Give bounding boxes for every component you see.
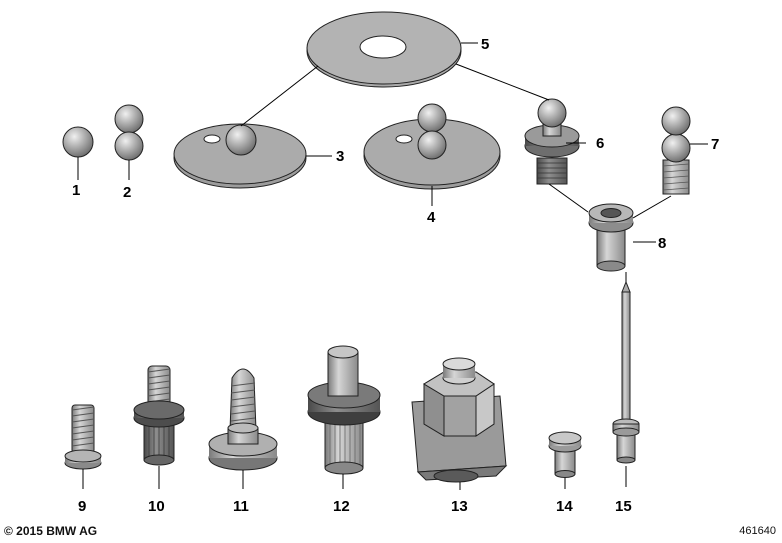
part-15-blind-rivet xyxy=(612,280,640,487)
part-12-knurled-bush xyxy=(307,345,381,489)
connector-5-3 xyxy=(240,65,319,127)
part-label-2: 2 xyxy=(123,184,131,201)
part-2-double-ball xyxy=(114,104,144,180)
part-label-14: 14 xyxy=(556,498,573,515)
part-7-threaded-ball-stud xyxy=(661,106,708,195)
image-number: 461640 xyxy=(739,525,776,537)
part-label-12: 12 xyxy=(333,498,350,515)
connector-7-8 xyxy=(632,195,672,219)
part-9-screw xyxy=(64,404,102,489)
part-11-bolt-with-washer xyxy=(208,368,278,489)
part-label-6: 6 xyxy=(596,135,604,152)
part-label-10: 10 xyxy=(148,498,165,515)
part-numbers: 1 2 3 4 5 6 7 8 9 10 11 12 13 14 15 xyxy=(72,36,719,515)
part-14-pin xyxy=(548,431,582,489)
copyright-text: © 2015 BMW AG xyxy=(4,524,98,538)
part-label-9: 9 xyxy=(78,498,86,515)
part-label-4: 4 xyxy=(427,209,436,226)
part-label-1: 1 xyxy=(72,182,80,199)
part-label-3: 3 xyxy=(336,148,344,165)
part-10-knurled-stud xyxy=(133,365,185,489)
part-label-11: 11 xyxy=(233,498,249,515)
part-3-plate-with-ball xyxy=(173,123,332,189)
part-label-8: 8 xyxy=(658,235,666,252)
part-8-rivet-nut xyxy=(588,203,656,272)
connector-5-6 xyxy=(455,63,550,101)
part-5-washer xyxy=(306,11,462,88)
part-13-cage-nut xyxy=(411,357,508,490)
part-6-ball-stud xyxy=(524,98,586,185)
part-label-5: 5 xyxy=(481,36,489,53)
part-1-ball xyxy=(62,126,94,180)
connector-lines xyxy=(240,42,672,282)
part-label-15: 15 xyxy=(615,498,632,515)
part-4-plate-with-double-ball xyxy=(363,103,501,206)
part-label-13: 13 xyxy=(451,498,468,515)
part-label-7: 7 xyxy=(711,136,719,153)
connector-6-8 xyxy=(548,183,589,213)
